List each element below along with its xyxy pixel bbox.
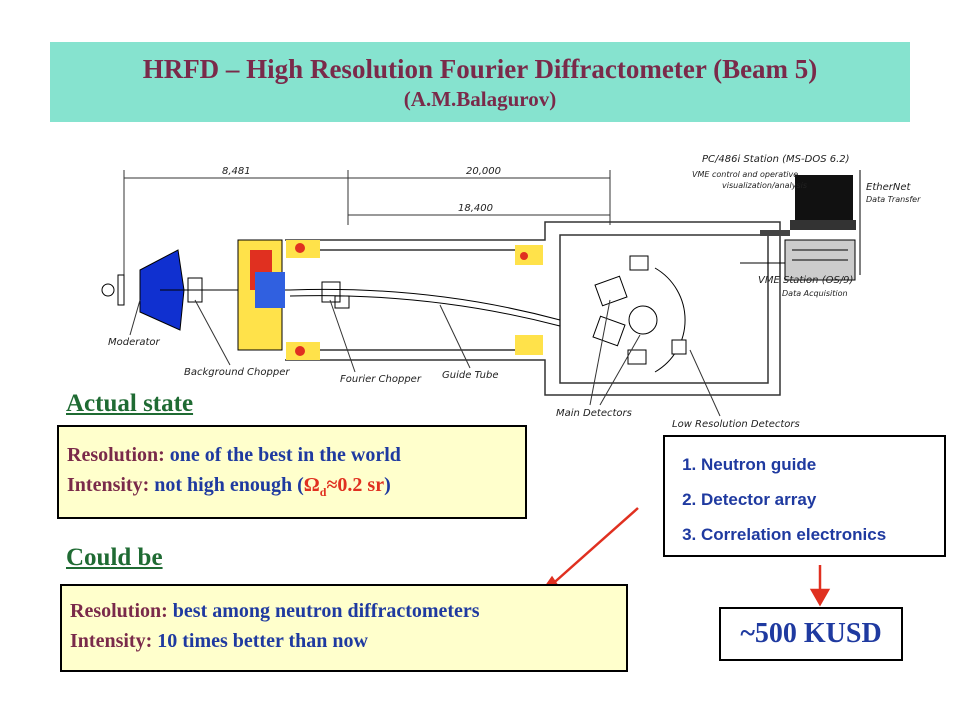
could-resolution-label: Resolution: bbox=[70, 600, 168, 622]
label-guide-tube: Guide Tube bbox=[442, 370, 498, 381]
actual-intensity-line: Intensity: not high enough (Ωd≈0.2 sr) bbox=[67, 470, 525, 507]
dimension-lines bbox=[123, 170, 611, 280]
label-fourier-chopper: Fourier Chopper bbox=[340, 374, 422, 385]
upgrade-list-box: Neutron guide Detector array Correlation… bbox=[663, 435, 946, 557]
page-title: HRFD – High Resolution Fourier Diffracto… bbox=[142, 54, 818, 84]
sample-shield-icon bbox=[237, 239, 285, 351]
could-intensity-label: Intensity: bbox=[70, 630, 153, 652]
omega-value: ≈0.2 sr bbox=[326, 474, 385, 496]
list-item-neutron-guide: Neutron guide bbox=[701, 447, 944, 482]
dim-label-flight: 20,000 bbox=[466, 166, 501, 177]
shielding-outline bbox=[285, 221, 781, 396]
list-item-detector-array: Detector array bbox=[701, 482, 944, 517]
close-paren: ) bbox=[384, 474, 391, 496]
title-banner: HRFD – High Resolution Fourier Diffracto… bbox=[50, 42, 910, 122]
omega-subscript: d bbox=[319, 485, 327, 499]
label-vme-station: VME Station (OS/9) bbox=[758, 275, 853, 286]
label-data-acquisition: Data Acquisition bbox=[782, 289, 848, 298]
actual-resolution-line: Resolution: one of the best in the world bbox=[67, 440, 525, 470]
actual-resolution-value: one of the best in the world bbox=[169, 444, 401, 466]
callout-leaders bbox=[129, 299, 721, 417]
label-pc-station: PC/486i Station (MS-DOS 6.2) bbox=[702, 154, 850, 165]
dim-label-total: 8,481 bbox=[222, 166, 251, 177]
guide-tube-icon bbox=[289, 288, 561, 327]
list-item-correlation-electronics: Correlation electronics bbox=[701, 517, 944, 552]
dim-label-fourier: 18,400 bbox=[458, 203, 493, 214]
label-data-transfer: Data Transfer bbox=[866, 195, 921, 204]
actual-intensity-value: not high enough ( bbox=[154, 474, 304, 496]
label-low-res-detectors: Low Resolution Detectors bbox=[672, 419, 800, 430]
could-resolution-value: best among neutron diffractometers bbox=[172, 600, 480, 622]
could-be-box: Resolution: best among neutron diffracto… bbox=[60, 584, 628, 672]
detector-ring-icon bbox=[592, 255, 687, 373]
could-intensity-line: Intensity: 10 times better than now bbox=[70, 626, 626, 656]
label-moderator: Moderator bbox=[108, 337, 161, 348]
shield-blocks bbox=[286, 240, 543, 360]
actual-state-box: Resolution: one of the best in the world… bbox=[57, 425, 527, 519]
fourier-chopper-icon bbox=[321, 281, 350, 309]
label-main-detectors: Main Detectors bbox=[556, 408, 632, 419]
label-vme-control-1: VME control and operative bbox=[692, 170, 798, 179]
label-ethernet: EtherNet bbox=[866, 182, 911, 193]
could-be-heading: Could be bbox=[66, 544, 163, 571]
pc-station-icon bbox=[760, 175, 856, 236]
vme-station-icon bbox=[740, 239, 856, 281]
actual-state-heading: Actual state bbox=[66, 390, 194, 417]
cost-box: ~500 KUSD bbox=[719, 607, 903, 661]
page-subtitle: (A.M.Balagurov) bbox=[403, 87, 557, 111]
label-vme-control-2: visualization/analysis bbox=[722, 181, 807, 190]
omega-symbol: Ω bbox=[303, 474, 320, 496]
actual-resolution-label: Resolution: bbox=[67, 444, 165, 466]
could-resolution-line: Resolution: best among neutron diffracto… bbox=[70, 596, 626, 626]
could-intensity-value: 10 times better than now bbox=[157, 630, 368, 652]
label-background-chopper: Background Chopper bbox=[184, 367, 290, 378]
upgrade-list: Neutron guide Detector array Correlation… bbox=[665, 447, 944, 552]
actual-intensity-label: Intensity: bbox=[67, 474, 150, 496]
